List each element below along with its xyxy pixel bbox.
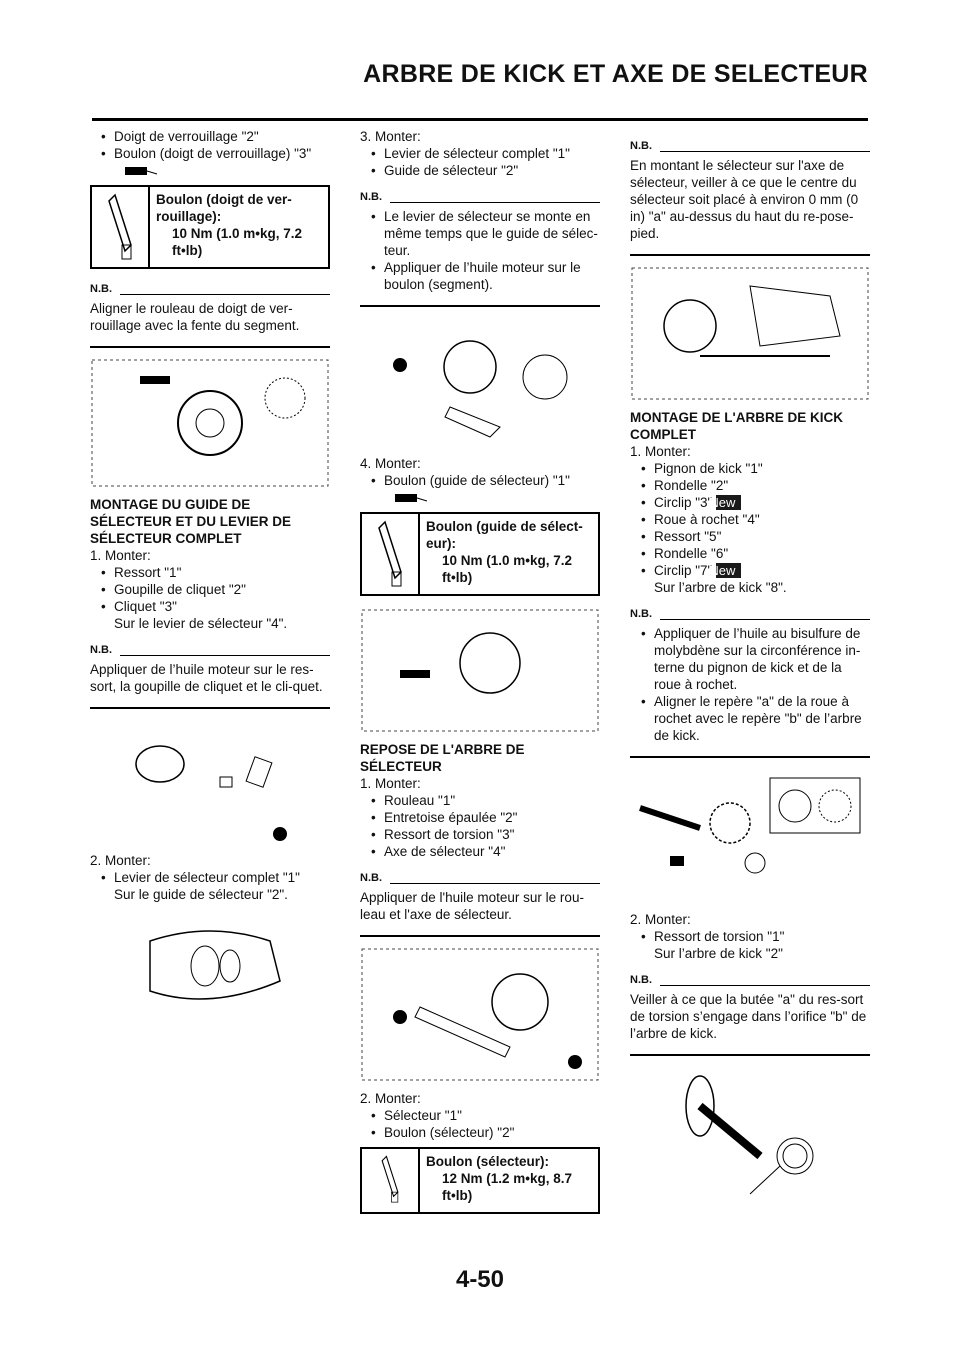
- torque-spec-box: Boulon (sélecteur): 12 Nm (1.2 m•kg, 8.7…: [360, 1147, 600, 1214]
- bolt-lock-icon: [90, 162, 330, 179]
- list-item: Circlip "7"New: [630, 562, 870, 579]
- list-continuation: Sur l’arbre de kick "2": [654, 946, 783, 961]
- list-item: Circlip "3"New: [630, 494, 870, 511]
- list-item: Sélecteur "1": [360, 1107, 600, 1124]
- column-3: N.B. En montant le sélecteur sur l'axe d…: [630, 128, 870, 1204]
- note-label: N.B.: [90, 644, 112, 656]
- torque-label: Boulon (sélecteur):: [426, 1154, 550, 1169]
- torque-value: 12 Nm (1.2 m•kg, 8.7 ft•lb): [442, 1171, 573, 1203]
- note-item: Appliquer de l’huile moteur sur le boulo…: [360, 259, 600, 293]
- step: 2. Monter:: [90, 853, 151, 868]
- torque-label: Boulon (doigt de ver-rouillage):: [156, 192, 292, 224]
- shift-guide-illustration: [149, 930, 281, 1000]
- list-item: Boulon (doigt de verrouillage) "3": [90, 145, 330, 162]
- torque-wrench-icon: [92, 187, 150, 267]
- list-item: Axe de sélecteur "4": [360, 843, 600, 860]
- list-item: Entretoise épaulée "2": [360, 809, 600, 826]
- torque-wrench-icon: [362, 514, 420, 594]
- list-item: Goupille de cliquet "2": [90, 581, 330, 598]
- note-label: N.B.: [360, 872, 382, 884]
- note-label: N.B.: [630, 974, 652, 986]
- shift-guide-bolt-illustration: [361, 609, 599, 732]
- list-item: Ressort de torsion "3": [360, 826, 600, 843]
- step: 3. Monter:: [360, 129, 421, 144]
- note-text: En montant le sélecteur sur l'axe de sél…: [630, 155, 870, 256]
- list-item: Rondelle "2": [630, 477, 870, 494]
- ratchet-parts-illustration: [135, 745, 287, 841]
- note-box: N.B. En montant le sélecteur sur l'axe d…: [630, 138, 870, 256]
- torque-value: 10 Nm (1.0 m•kg, 7.2 ft•lb): [172, 226, 303, 258]
- note-box: N.B. Veiller à ce que la butée "a" du re…: [630, 972, 870, 1056]
- torque-spec-box: Boulon (doigt de ver-rouillage): 10 Nm (…: [90, 185, 330, 269]
- list-item: Rondelle "6": [630, 545, 870, 562]
- note-label: N.B.: [360, 191, 382, 203]
- list-item: Roue à rochet "4": [630, 511, 870, 528]
- section-heading: REPOSE DE L'ARBRE DE SÉLECTEUR: [360, 742, 525, 774]
- step: 1. Monter:: [630, 444, 691, 459]
- page-number: 4-50: [455, 1266, 505, 1293]
- column-2: 3. Monter: Levier de sélecteur complet "…: [360, 128, 600, 1226]
- step: 1. Monter:: [90, 548, 151, 563]
- step: 4. Monter:: [360, 456, 421, 471]
- note-box: N.B. Aligner le rouleau de doigt de ver-…: [90, 281, 330, 348]
- step: 1. Monter:: [360, 776, 421, 791]
- step: 2. Monter:: [360, 1091, 421, 1106]
- new-badge: New: [709, 563, 742, 578]
- section-heading: MONTAGE DU GUIDE DE SÉLECTEUR ET DU LEVI…: [90, 497, 292, 546]
- list-continuation: Sur le levier de sélecteur "4".: [114, 616, 288, 631]
- note-box: N.B. Appliquer de l’huile moteur sur le …: [90, 642, 330, 709]
- page-title: ARBRE DE KICK ET AXE DE SELECTEUR: [363, 60, 868, 88]
- list-item: Pignon de kick "1": [630, 460, 870, 477]
- step: 2. Monter:: [630, 912, 691, 927]
- list-item: Levier de sélecteur complet "1": [360, 145, 600, 162]
- list-item: Rouleau "1": [360, 792, 600, 809]
- list-continuation: Sur le guide de sélecteur "2".: [114, 887, 288, 902]
- note-text: Appliquer de l’huile moteur sur le res-s…: [90, 659, 330, 709]
- note-text: Appliquer de l'huile moteur sur le rou-l…: [360, 887, 600, 937]
- bolt-lock-icon: [360, 489, 600, 506]
- torque-spec-box: Boulon (guide de sélect-eur): 10 Nm (1.0…: [360, 512, 600, 596]
- note-box: N.B. Le levier de sélecteur se monte en …: [360, 189, 600, 307]
- note-item: Aligner le repère "a" de la roue à roche…: [630, 693, 870, 744]
- note-text: Aligner le rouleau de doigt de ver-rouil…: [90, 298, 330, 348]
- torque-wrench-icon: [362, 1149, 420, 1212]
- header-rule: [92, 118, 868, 121]
- note-box: N.B. Appliquer de l'huile moteur sur le …: [360, 870, 600, 937]
- torque-label: Boulon (guide de sélect-eur):: [426, 519, 583, 551]
- list-item: Cliquet "3": [90, 598, 330, 615]
- list-item: Levier de sélecteur complet "1": [90, 869, 330, 886]
- shift-shaft-illustration: [361, 948, 599, 1081]
- list-item: Ressort de torsion "1": [630, 928, 870, 945]
- note-label: N.B.: [630, 140, 652, 152]
- shift-pedal-position-illustration: [631, 267, 869, 400]
- list-continuation: Sur l’arbre de kick "8".: [654, 580, 787, 595]
- new-badge: New: [709, 495, 742, 510]
- list-item: Boulon (sélecteur) "2": [360, 1124, 600, 1141]
- list-item: Guide de sélecteur "2": [360, 162, 600, 179]
- note-label: N.B.: [90, 283, 112, 295]
- section-heading: MONTAGE DE L'ARBRE DE KICK COMPLET: [630, 410, 843, 442]
- column-1: Doigt de verrouillage "2" Boulon (doigt …: [90, 128, 330, 1039]
- torque-value: 10 Nm (1.0 m•kg, 7.2 ft•lb): [442, 553, 573, 585]
- shift-lever-illustration: [393, 340, 568, 438]
- list-item: Ressort "5": [630, 528, 870, 545]
- engine-illustration: [91, 359, 329, 487]
- list-item: Ressort "1": [90, 564, 330, 581]
- note-item: Le levier de sélecteur se monte en même …: [360, 208, 600, 259]
- list-item: Boulon (guide de sélecteur) "1": [360, 472, 600, 489]
- torsion-spring-illustration: [685, 1075, 814, 1195]
- note-item: Appliquer de l’huile au bisulfure de mol…: [630, 625, 870, 693]
- note-box: N.B. Appliquer de l’huile au bisulfure d…: [630, 606, 870, 758]
- note-label: N.B.: [630, 608, 652, 620]
- note-text: Veiller à ce que la butée "a" du res-sor…: [630, 989, 870, 1056]
- list-item: Doigt de verrouillage "2": [90, 128, 330, 145]
- kick-shaft-exploded-illustration: [639, 777, 861, 874]
